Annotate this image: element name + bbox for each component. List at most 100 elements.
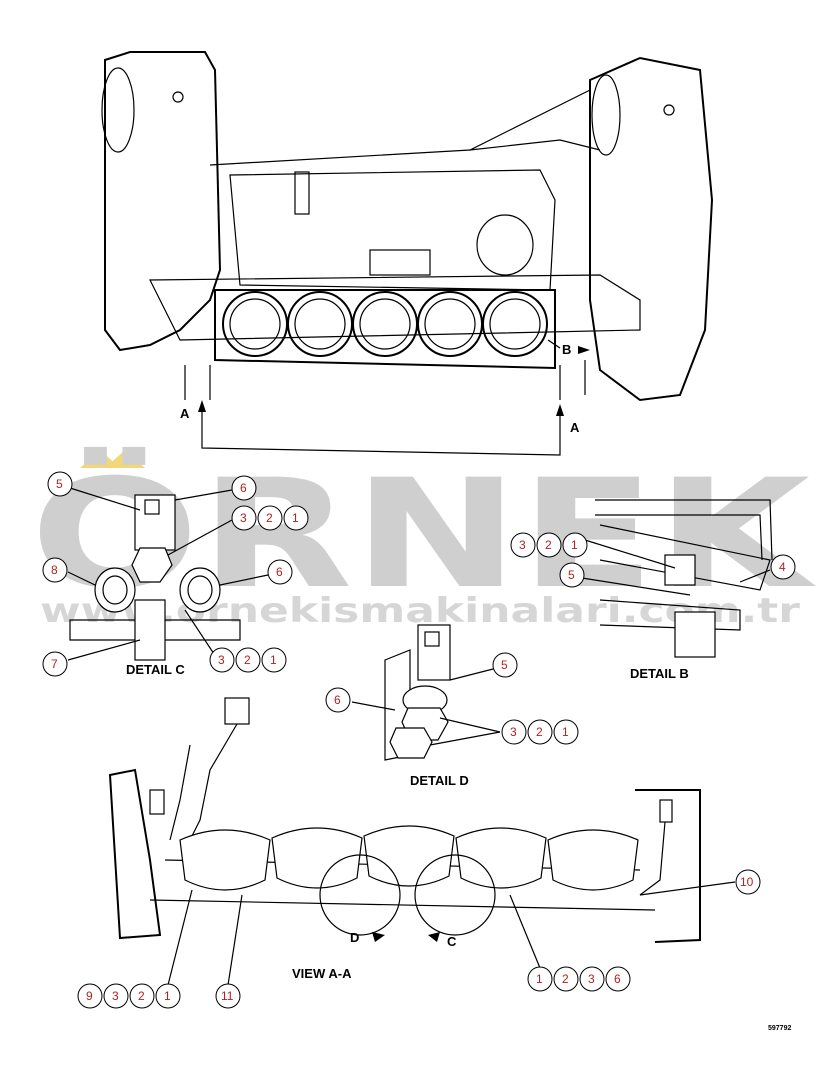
dc-leader-7 (67, 639, 141, 661)
dc-post (134, 599, 166, 661)
va-leader-1 (167, 889, 193, 986)
va-c-label: C (447, 934, 457, 949)
svg-text:5: 5 (56, 477, 63, 491)
svg-text:3: 3 (588, 972, 595, 986)
b-leader (547, 339, 561, 349)
callout: 5 (492, 652, 518, 678)
svg-text:1: 1 (571, 538, 578, 552)
right-tower-bore (591, 74, 621, 156)
callout: 2 (536, 532, 562, 558)
callout: 1 (261, 647, 287, 673)
light-panel (214, 289, 556, 370)
callout: 6 (605, 966, 631, 992)
dc-bracket (134, 494, 176, 551)
callout: 6 (325, 687, 351, 713)
svg-text:3: 3 (510, 725, 517, 739)
svg-text:6: 6 (614, 972, 621, 986)
upper-beam-edge (209, 89, 591, 166)
dc-base-bar (69, 619, 241, 641)
svg-text:4: 4 (779, 560, 786, 574)
callout: 5 (559, 562, 585, 588)
callout: 4 (770, 554, 796, 580)
section-label-left: A (180, 406, 190, 421)
b-arrow-head (578, 346, 590, 354)
top-lamp-5 (482, 291, 548, 357)
callouts: 5 6 3 2 1 8 6 7 3 2 1 3 2 1 5 4 5 6 3 2 … (42, 471, 796, 1009)
db-bolt-head (664, 554, 696, 586)
dc-hex-nut (131, 547, 173, 583)
db-mount (674, 611, 716, 658)
svg-text:1: 1 (164, 989, 171, 1003)
dd-connector (424, 631, 440, 647)
svg-text:1: 1 (536, 972, 543, 986)
va-left-frame (108, 768, 162, 940)
section-line (201, 410, 561, 456)
view-aa-title: VIEW A-A (292, 966, 352, 981)
section-arrow-left (198, 400, 206, 412)
right-grease-fitting (663, 104, 675, 116)
va-right-switch (659, 799, 673, 823)
svg-text:6: 6 (240, 481, 247, 495)
svg-text:2: 2 (138, 989, 145, 1003)
callout: 6 (231, 475, 257, 501)
left-grease-fitting (172, 91, 184, 103)
dd-hex-nut-2 (389, 727, 433, 759)
detail-b: DETAIL B (581, 499, 773, 681)
va-switch (149, 789, 165, 815)
dc-leader-8 (67, 571, 96, 586)
svg-text:3: 3 (218, 653, 225, 667)
svg-text:8: 8 (51, 563, 58, 577)
callout: 2 (257, 505, 283, 531)
callout: 10 (735, 869, 761, 895)
svg-text:6: 6 (276, 565, 283, 579)
detail-c-title: DETAIL C (126, 662, 185, 677)
svg-text:3: 3 (240, 511, 247, 525)
center-box (369, 249, 431, 276)
db-leader-5 (581, 577, 691, 596)
svg-text:3: 3 (519, 538, 526, 552)
lower-beam (149, 274, 641, 341)
db-lower-plate (599, 599, 741, 631)
callout: 3 (231, 505, 257, 531)
va-wire-2 (169, 744, 191, 841)
callout: 3 (501, 719, 527, 745)
svg-text:2: 2 (536, 725, 543, 739)
top-lamp-2 (287, 291, 353, 357)
svg-text:1: 1 (562, 725, 569, 739)
va-d-arrow (372, 932, 385, 942)
va-wire-1 (189, 723, 238, 841)
db-leader-4 (739, 569, 771, 583)
va-detail-d-circle (319, 854, 401, 936)
callout: 9 (77, 983, 103, 1009)
callout: 6 (267, 559, 293, 585)
section-arrow-right (556, 404, 564, 416)
va-connector (224, 697, 250, 725)
svg-text:9: 9 (86, 989, 93, 1003)
top-lamp-5-lens (489, 298, 541, 350)
svg-text:1: 1 (270, 653, 277, 667)
va-lamp-4 (455, 827, 547, 889)
right-tower-outline (589, 56, 714, 402)
db-pipe-top-2 (595, 514, 763, 561)
center-tube (229, 169, 556, 291)
dd-leader-5 (449, 667, 498, 681)
dd-leader-3a (439, 717, 501, 733)
va-leader-bottom-1 (509, 894, 541, 969)
callout: 3 (209, 647, 235, 673)
dc-leader-6b (219, 574, 269, 586)
watermark-url: www.ornekismakinalari.com.tr (40, 591, 800, 631)
callout: 2 (129, 983, 155, 1009)
figure-code: 597792 (768, 1025, 791, 1032)
dc-leader-3 (167, 519, 233, 556)
connector-block (294, 171, 310, 215)
section-label-right: A (570, 420, 580, 435)
callout: 3 (103, 983, 129, 1009)
svg-text:1: 1 (292, 511, 299, 525)
callout: 11 (215, 983, 241, 1009)
va-right-wire (639, 821, 666, 896)
va-lamp-5 (547, 829, 639, 891)
top-lamp-2-lens (294, 298, 346, 350)
right-leg (559, 360, 586, 400)
main-frame-view: A A B (101, 51, 714, 456)
va-c-arrow (428, 932, 440, 942)
